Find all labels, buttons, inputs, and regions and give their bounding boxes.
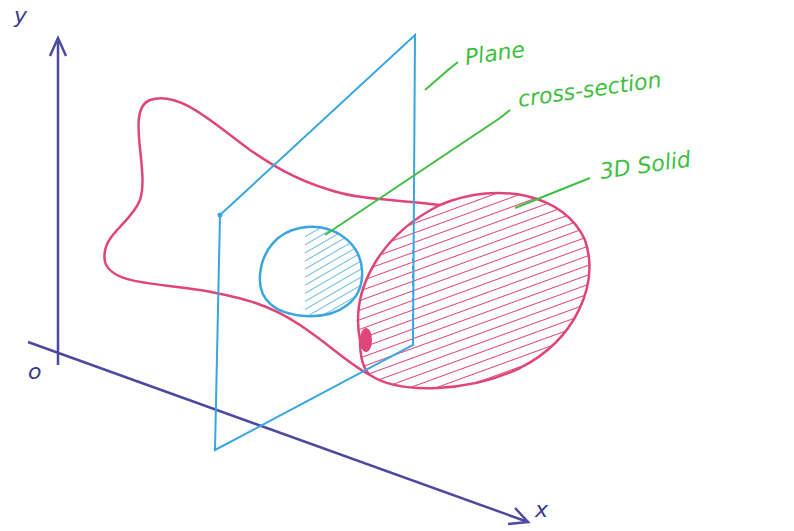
cross-section-outline [260,227,362,316]
callout-label: Plane [463,38,526,70]
leader-line [425,62,458,90]
cross-section-fill [305,227,362,316]
axis-arrow [50,38,66,56]
callout-label: cross-section [516,68,663,112]
origin-label: o [28,360,41,384]
axis-label: y [14,4,27,28]
cutting-plane [215,35,415,450]
mark [218,213,223,218]
leader-line [325,110,510,235]
callout-label: 3D Solid [598,147,692,184]
mark [360,328,372,352]
y-axis [57,40,60,365]
axis-arrow [508,508,528,524]
hidden-edge [412,250,414,345]
axis-label: x [535,498,548,522]
end-face [358,193,589,388]
leader-line [515,178,590,208]
solid-outline [104,98,440,375]
